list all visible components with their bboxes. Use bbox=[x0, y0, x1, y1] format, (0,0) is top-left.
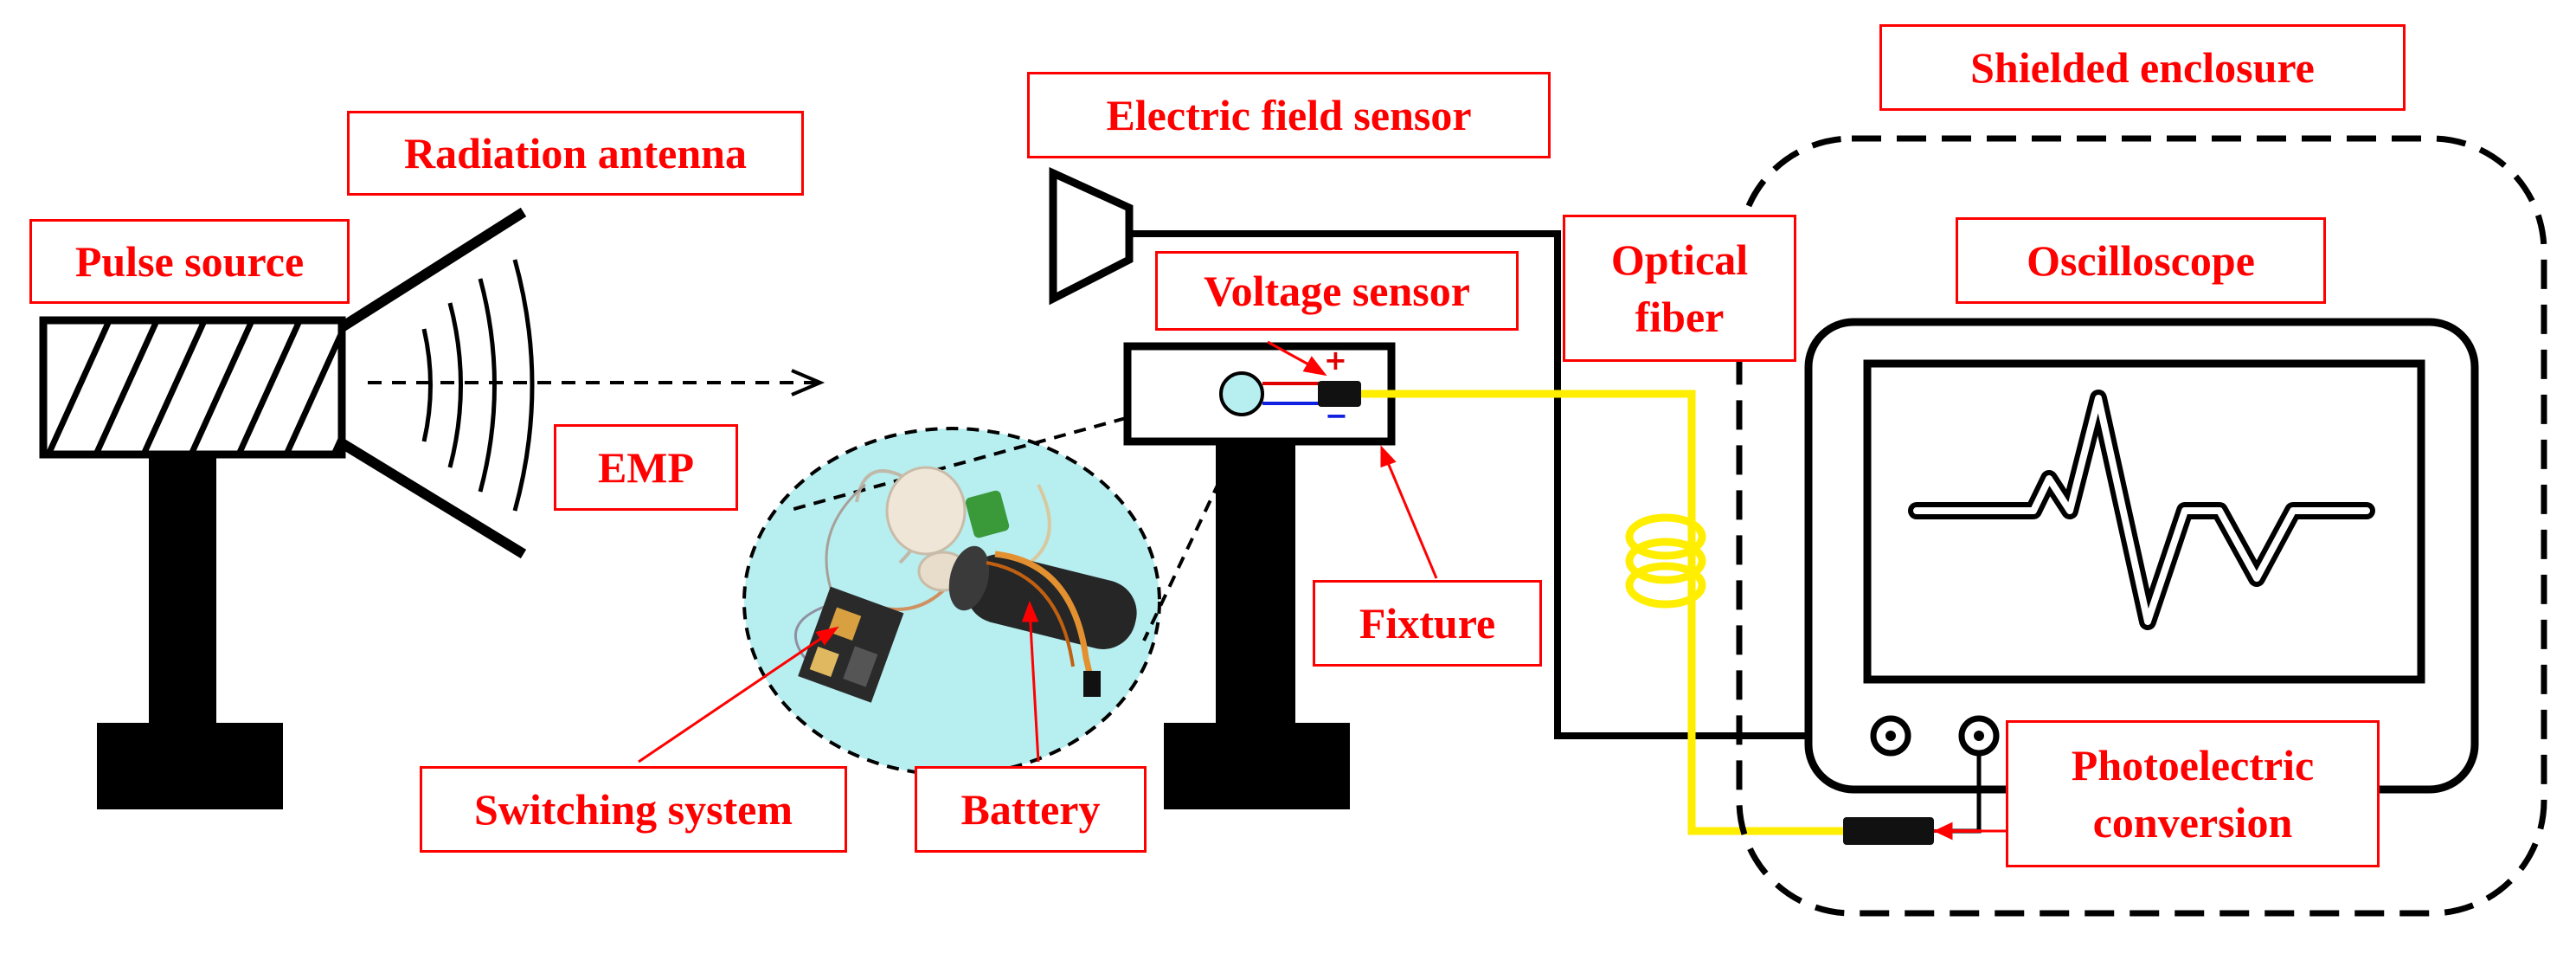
label-fixture: Fixture bbox=[1313, 580, 1542, 667]
label-battery: Battery bbox=[915, 766, 1147, 853]
label-radiation-antenna: Radiation antenna bbox=[347, 111, 804, 196]
radiation-antenna bbox=[338, 207, 535, 559]
photoelectric-converter bbox=[1843, 817, 1934, 845]
device-photo bbox=[794, 466, 1137, 703]
fixture-device-circle bbox=[1219, 371, 1264, 416]
optical-fiber bbox=[1361, 390, 1843, 835]
voltage-sensor-block bbox=[1318, 381, 1361, 407]
fixture-stand bbox=[1216, 441, 1295, 736]
pulse-source-hatching bbox=[45, 320, 342, 454]
shielded-enclosure-outline bbox=[1736, 135, 2547, 917]
label-pulse-source: Pulse source bbox=[29, 219, 350, 304]
label-voltage-sensor: Voltage sensor bbox=[1155, 251, 1519, 331]
pulse-source-stand bbox=[149, 450, 216, 736]
fixture-assembly bbox=[1123, 342, 1396, 809]
device-inset bbox=[742, 383, 1256, 776]
label-switching-system: Switching system bbox=[420, 766, 847, 853]
label-photoelectric-line1: Photoelectric bbox=[2071, 741, 2315, 789]
label-photoelectric-line2: conversion bbox=[2092, 798, 2293, 847]
label-oscilloscope: Oscilloscope bbox=[1956, 217, 2326, 304]
label-optical-fiber: Optical fiber bbox=[1563, 215, 1796, 362]
label-emp: EMP bbox=[554, 424, 738, 511]
oscilloscope-screen bbox=[1863, 359, 2425, 684]
electric-field-sensor bbox=[1049, 167, 1891, 739]
label-optical-fiber-line2: fiber bbox=[1635, 293, 1725, 341]
plus-sign: + bbox=[1324, 344, 1347, 377]
label-electric-field-sensor: Electric field sensor bbox=[1027, 72, 1551, 158]
pulse-source-assembly bbox=[39, 316, 346, 809]
pulse-source-base bbox=[97, 723, 283, 809]
label-shielded-enclosure: Shielded enclosure bbox=[1879, 24, 2406, 111]
label-optical-fiber-line1: Optical bbox=[1610, 235, 1749, 284]
emp-propagation-arrow bbox=[368, 369, 825, 396]
oscilloscope bbox=[1804, 318, 2479, 834]
label-photoelectric-conversion: Photoelectric conversion bbox=[2006, 720, 2380, 867]
fixture-base bbox=[1164, 723, 1350, 809]
minus-sign: − bbox=[1325, 399, 1348, 432]
pointer-arrows bbox=[638, 340, 2006, 841]
